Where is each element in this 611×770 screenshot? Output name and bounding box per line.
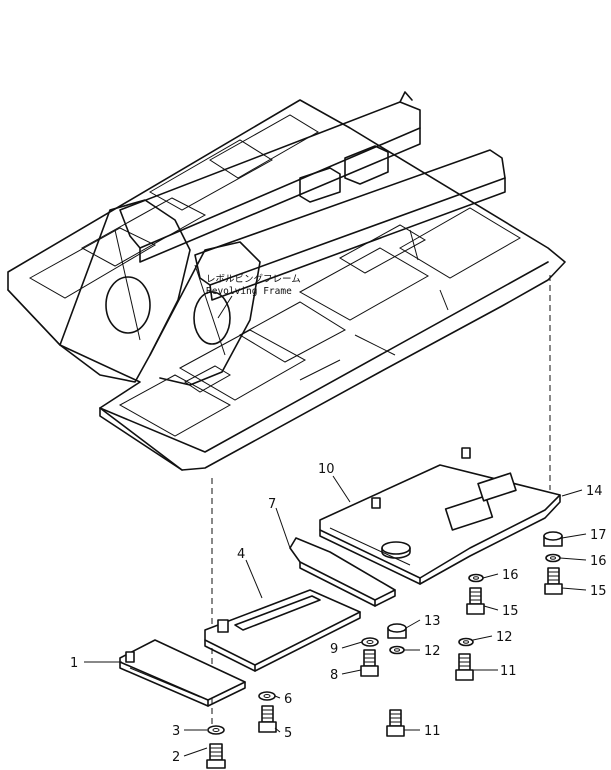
washer-16-middle [468, 573, 484, 583]
callout-numbers: 1 2 3 4 5 6 7 8 9 10 11 11 12 12 13 14 1… [70, 462, 607, 765]
callout-9: 9 [330, 642, 338, 657]
callout-7: 7 [268, 497, 276, 512]
callout-15-middle: 15 [502, 604, 519, 619]
washer-16-right [545, 553, 561, 563]
callout-1: 1 [70, 656, 78, 671]
callout-17: 17 [590, 528, 607, 543]
callout-14: 14 [586, 484, 603, 499]
washer-12-right [458, 637, 474, 647]
callout-13: 13 [424, 614, 441, 629]
frame-label-japanese: レボルビングフレーム [206, 273, 301, 285]
frame-label-english: Revolving Frame [206, 286, 292, 297]
callout-2: 2 [172, 750, 180, 765]
washer-6 [258, 691, 276, 701]
washer-9 [361, 637, 379, 647]
bolt-11-left [386, 709, 405, 737]
callout-16-right: 16 [590, 554, 607, 569]
callout-4: 4 [237, 547, 245, 562]
callout-12-left: 12 [424, 644, 441, 659]
part-1-cover [119, 639, 246, 707]
callout-8: 8 [330, 668, 338, 683]
bolt-15-right [544, 567, 563, 595]
bolt-5 [258, 705, 277, 733]
bolt-2 [206, 743, 226, 769]
bolt-8 [360, 649, 379, 677]
nut-13 [387, 623, 407, 639]
bolt-15-middle [466, 587, 485, 615]
leader-lines [84, 475, 587, 757]
callout-10: 10 [318, 462, 335, 477]
callout-11-right: 11 [500, 664, 517, 679]
callout-12-right: 12 [496, 630, 513, 645]
callout-11-left: 11 [424, 724, 441, 739]
callout-3: 3 [172, 724, 180, 739]
callout-5: 5 [284, 726, 292, 741]
washer-12-left [389, 645, 405, 655]
revolving-frame [7, 91, 566, 471]
frame-label-leader [217, 295, 233, 319]
callout-16-middle: 16 [502, 568, 519, 583]
callout-15-right: 15 [590, 584, 607, 599]
part-10-cover [319, 447, 561, 585]
callout-6: 6 [284, 692, 292, 707]
part-4-plate [204, 589, 361, 672]
part-7-cover [289, 537, 396, 607]
washer-3 [207, 725, 225, 735]
cap-17 [543, 531, 563, 547]
bolt-11-right [455, 653, 474, 681]
